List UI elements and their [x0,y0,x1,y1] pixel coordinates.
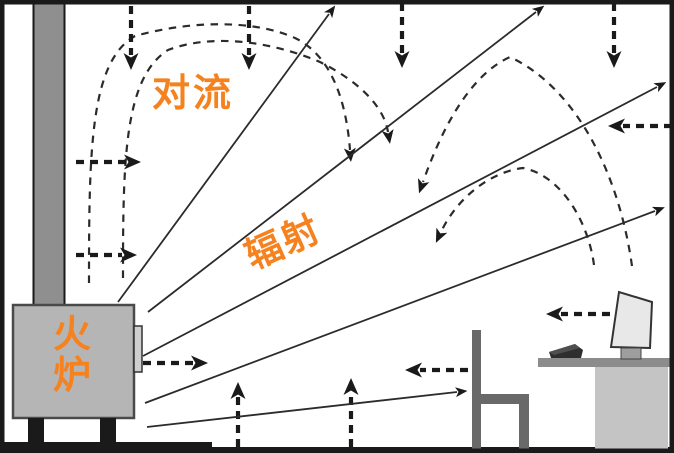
stove-body [11,303,136,420]
floor-platform [0,442,212,453]
chair-seat [472,394,529,404]
radiation-ray [142,82,667,357]
convection-loop-outer [87,23,356,284]
stove-door-handle [133,325,143,373]
convection-loop-inner [121,39,394,279]
convection-arcs [87,23,634,284]
convection-label: 对流 [152,71,235,115]
convection-arch-large [418,55,634,267]
radiation-ray [147,5,545,313]
monitor-icon [609,290,654,350]
convection-arch-small [435,166,596,266]
desk-surface [538,358,671,367]
stove-chimney [32,0,66,307]
stove-label: 火炉 [52,312,91,397]
stove-leg [100,418,116,446]
stove-leg [28,418,44,446]
chair-group [472,330,529,450]
stove-group [11,0,143,446]
convection-arrows [76,3,672,447]
chair-back [472,330,481,450]
monitor-stand [620,347,642,360]
chair-front-leg [519,404,529,450]
desk-group [538,290,671,449]
radiation-ray [117,5,336,303]
desk-pedestal [595,363,668,449]
radiation-ray [146,387,468,428]
keyboard-top [549,344,580,355]
radiation-ray [144,206,665,404]
radiation-rays [117,5,667,428]
